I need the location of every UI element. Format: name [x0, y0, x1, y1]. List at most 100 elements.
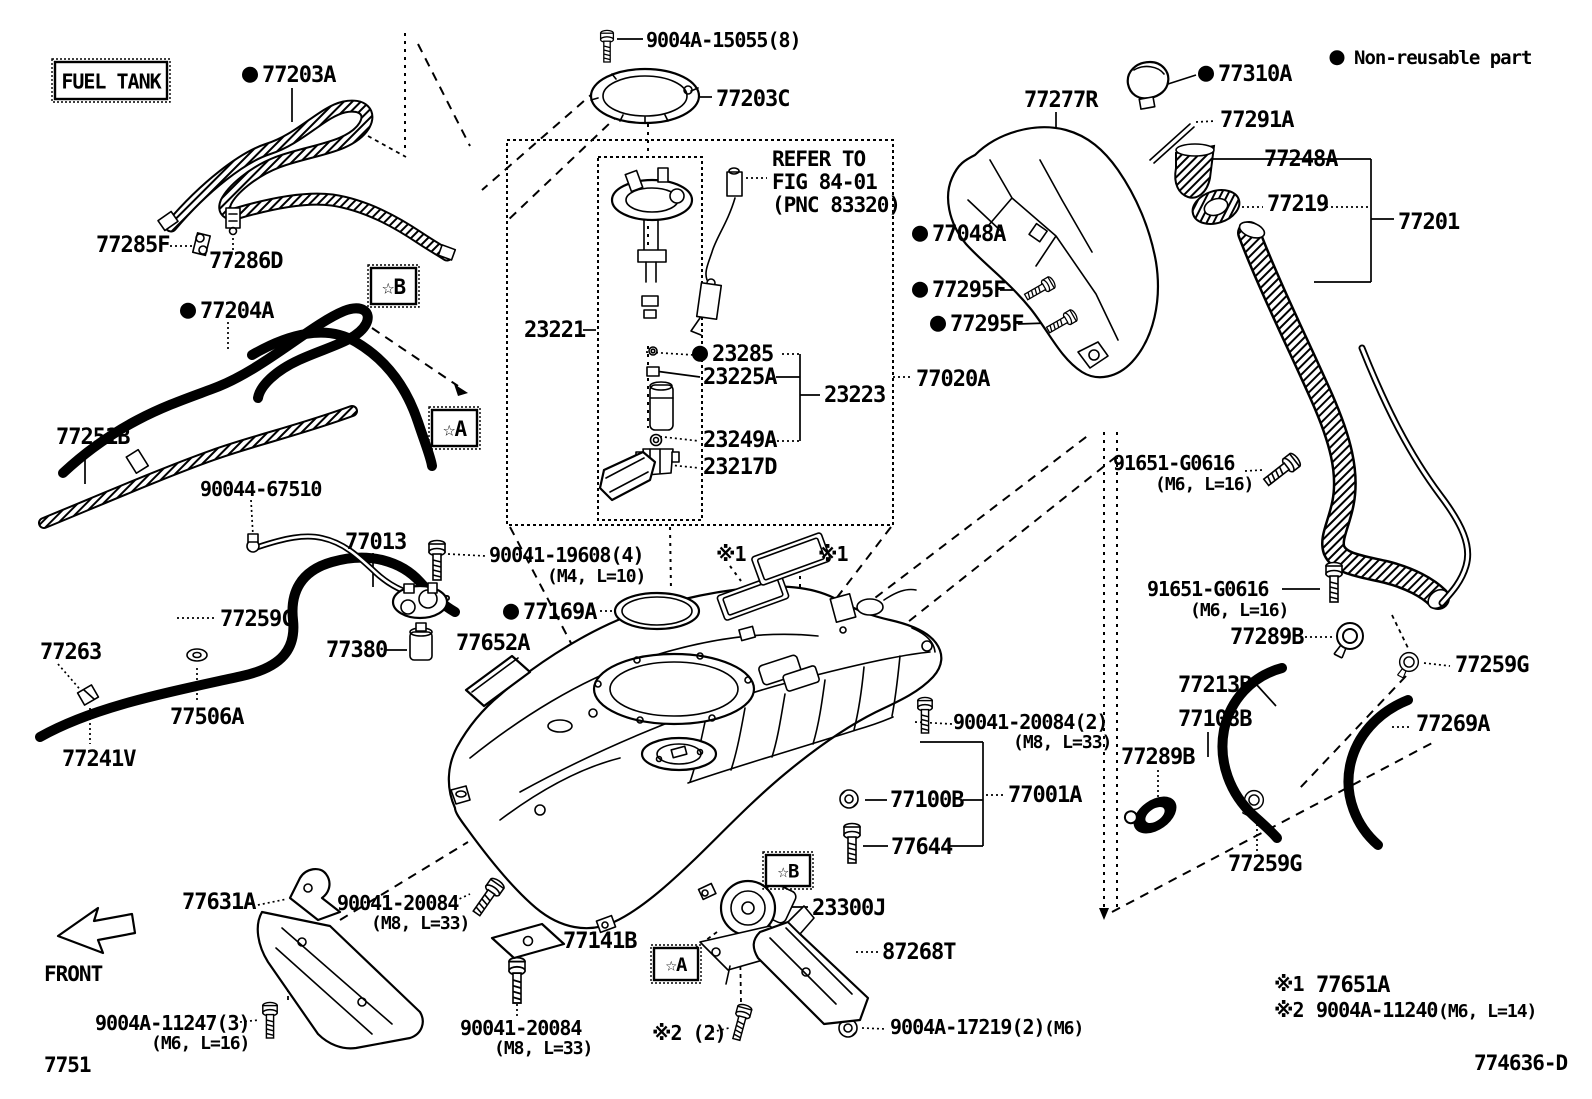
- bolt-90041-20084-bottom: [508, 956, 526, 1004]
- flag-box-starB-2-text: ☆B: [778, 860, 799, 882]
- note1-part: 77651A: [1316, 973, 1390, 998]
- ref1-pads: [716, 532, 831, 621]
- flag-box-starB-2: ☆B: [762, 851, 814, 890]
- bolt-90041-19608: [428, 539, 446, 581]
- hw-90041-19608-spec: (M4, L=10): [547, 566, 645, 587]
- fuel-tank-title-box: FUEL TANK: [51, 58, 171, 103]
- cap-77310A: [1126, 60, 1170, 110]
- hose-77259C: [35, 552, 460, 742]
- part-77203A: 77203A: [262, 63, 336, 88]
- part-23221: 23221: [524, 318, 586, 343]
- part-77169A: 77169A: [523, 600, 597, 625]
- gasket-77203C: [589, 67, 701, 125]
- bolt-90041-20084-left: [469, 875, 507, 919]
- ring-77219: [1191, 189, 1241, 225]
- front-arrow: [56, 906, 137, 955]
- part-23300J: 23300J: [812, 896, 885, 921]
- filler-pipe-77201: [1237, 221, 1472, 610]
- pump-23300J: [699, 879, 799, 985]
- flag-ref2-qty: ※2 (2): [652, 1021, 726, 1045]
- bolt-77644: [843, 822, 861, 864]
- page-code: 7751: [44, 1053, 91, 1077]
- hose-77269A: [1343, 695, 1413, 850]
- flag-ref1-right: ※1: [818, 542, 848, 566]
- bolt-91651-G0616-2: [1325, 561, 1343, 603]
- hw-90041-20084-l-spec: (M8, L=33): [371, 913, 469, 934]
- part-77001A: 77001A: [1008, 783, 1082, 808]
- part-23225A: 23225A: [703, 365, 777, 390]
- part-77108B: 77108B: [1178, 707, 1252, 732]
- note1-sym: ※1: [1274, 972, 1304, 996]
- part-77100B: 77100B: [890, 788, 964, 813]
- part-77295F-2: 77295F: [950, 312, 1023, 337]
- sender-flange: [391, 582, 449, 620]
- part-77020A: 77020A: [916, 367, 990, 392]
- part-77295F-2-bullet-icon: [930, 315, 946, 332]
- protector-77277R: [946, 126, 1159, 379]
- bracket-77141B: [490, 922, 566, 960]
- hw-90041-20084-r: 90041-20084(2): [953, 710, 1108, 734]
- rod-77291A: [1149, 123, 1195, 164]
- hw-90041-20084-l: 90041-20084: [337, 891, 459, 915]
- part-77141B: 77141B: [563, 929, 637, 954]
- part-77269A: 77269A: [1416, 712, 1490, 737]
- hw-9004A-15055: 9004A-15055(8): [646, 28, 801, 52]
- hw-91651-G0616-2-spec: (M6, L=16): [1190, 600, 1288, 621]
- pad-77048A: [1028, 222, 1048, 243]
- note2-spec: (M6, L=14): [1438, 1001, 1536, 1022]
- bolt-9004A-11247: [262, 1001, 278, 1039]
- flag-box-starA-3: ☆A: [650, 944, 702, 984]
- hw-90041-19608: 90041-19608(4): [489, 543, 644, 567]
- fuel-tank-body: [447, 585, 943, 934]
- part-77644: 77644: [891, 835, 953, 860]
- fuel-pump-assembly-23221: [598, 167, 694, 502]
- part-23217D: 23217D: [703, 455, 777, 480]
- refer-line2: FIG 84-01: [772, 170, 877, 194]
- part-77241V: 77241V: [62, 747, 136, 772]
- clamp-77241V: [76, 684, 100, 706]
- hw-90044-67510: 90044-67510: [200, 477, 321, 501]
- part-77203C: 77203C: [716, 87, 789, 112]
- part-77289B-2: 77289B: [1121, 745, 1195, 770]
- hose-77213B: [1217, 663, 1287, 843]
- fuel-tube-77204A: [58, 303, 437, 478]
- hw-9004A-11247: 9004A-11247(3): [95, 1011, 250, 1035]
- hw-90041-20084-b-spec: (M8, L=33): [494, 1038, 592, 1059]
- assembly-boxes: [506, 139, 894, 526]
- screw-ref2: [728, 1002, 754, 1042]
- part-77277R: 77277R: [1024, 88, 1099, 113]
- hose-77251B: [38, 405, 358, 529]
- screw-9004A-15055: [599, 29, 615, 63]
- clamp-77289B-2: [1123, 796, 1177, 834]
- flag-box-starA-3-text: ☆A: [666, 954, 688, 976]
- part-77289B-1: 77289B: [1230, 625, 1304, 650]
- bolt-90041-20084-right: [917, 696, 933, 734]
- hw-9004A-17219: 9004A-17219(2): [890, 1015, 1045, 1039]
- part-77259G-2: 77259G: [1228, 852, 1302, 877]
- funnel-77248A: [1174, 143, 1216, 199]
- part-77652A: 77652A: [456, 631, 530, 656]
- part-23249A: 23249A: [703, 428, 777, 453]
- hw-91651-G0616-1-spec: (M6, L=16): [1155, 474, 1253, 495]
- legend-text-bullet-icon: [1329, 50, 1345, 66]
- part-77310A: 77310A: [1218, 62, 1292, 87]
- part-77204A-bullet-icon: [180, 302, 196, 319]
- part-77213B: 77213B: [1178, 673, 1252, 698]
- hw-91651-G0616-1: 91651-G0616: [1113, 451, 1234, 475]
- support-87268T: [752, 905, 870, 1026]
- boxes-layer: FUEL TANK ☆B ☆A ☆B ☆A: [51, 58, 814, 984]
- flag-box-starB-0: ☆B: [367, 264, 420, 308]
- figure-code: 774636-D: [1474, 1051, 1568, 1075]
- part-77201: 77201: [1398, 210, 1460, 235]
- flag-box-starA-1-text: ☆A: [443, 417, 468, 441]
- part-77263: 77263: [40, 640, 101, 665]
- note2-sym: ※2: [1274, 998, 1303, 1022]
- part-23285: 23285: [712, 342, 773, 367]
- part-77380: 77380: [326, 638, 387, 663]
- note2-part: 9004A-11240: [1316, 998, 1437, 1022]
- clamp-77259G-1: [1396, 651, 1420, 679]
- clamp-90044-67510: [246, 533, 260, 553]
- hw-9004A-17219-spec: (M6): [1044, 1018, 1083, 1039]
